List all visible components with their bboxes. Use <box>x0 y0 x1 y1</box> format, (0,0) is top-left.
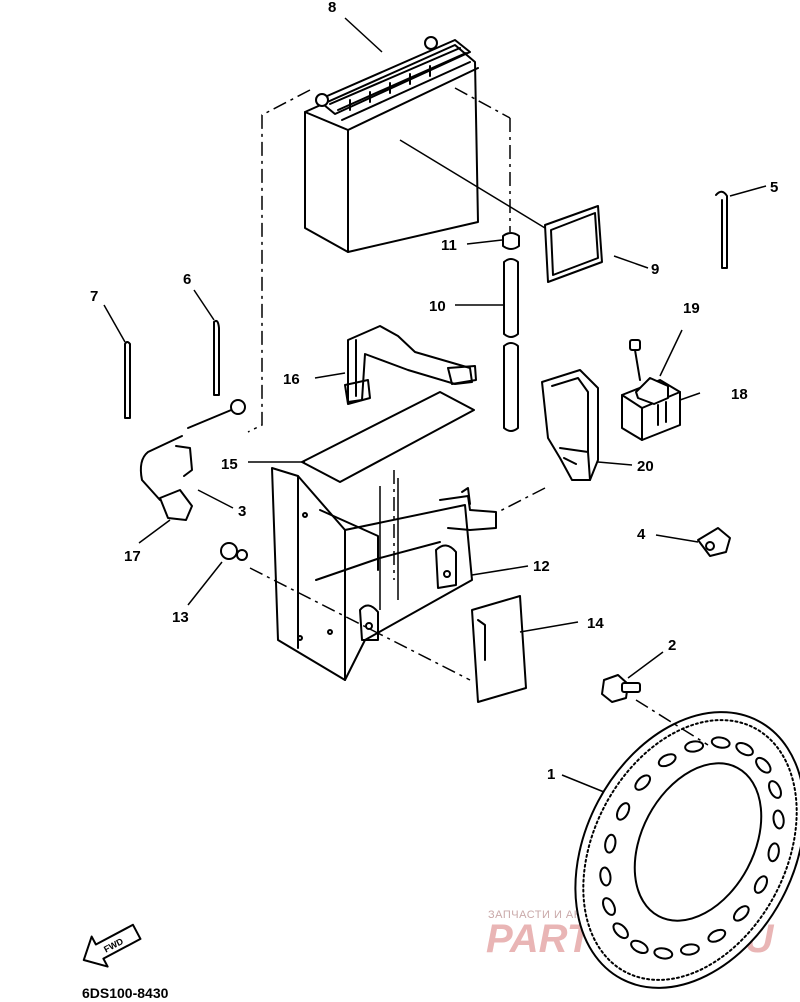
cap <box>502 232 520 250</box>
disc-hole <box>657 753 677 768</box>
pad <box>399 139 603 283</box>
callout-20: 20 <box>637 458 654 475</box>
disc-hole <box>599 866 612 887</box>
callout-10: 10 <box>429 298 446 315</box>
disc-hole <box>684 740 705 753</box>
callout-14: 14 <box>587 615 604 632</box>
callout-7: 7 <box>90 288 98 305</box>
battery-band <box>344 325 477 405</box>
callout-18: 18 <box>731 386 748 403</box>
disc-hole <box>707 928 727 943</box>
disc-hole <box>772 809 785 830</box>
starter-relay <box>621 377 681 441</box>
disc-hole <box>612 922 629 940</box>
disc-hole <box>710 736 731 749</box>
brake-disc <box>574 711 800 989</box>
disc-hole <box>653 947 674 960</box>
callout-8: 8 <box>328 0 336 16</box>
disc-hole <box>767 842 780 863</box>
disc-hole <box>755 756 772 774</box>
callout-3: 3 <box>238 503 246 520</box>
disc-bolt <box>601 674 641 703</box>
disc-hole <box>735 741 754 757</box>
disc-hole <box>630 939 649 955</box>
disc-hole <box>604 833 617 854</box>
disc-hole <box>768 780 782 799</box>
disc-hole <box>732 905 750 922</box>
callout-6: 6 <box>183 271 191 288</box>
battery-box <box>271 467 497 681</box>
callout-17: 17 <box>124 548 141 565</box>
mat <box>301 391 475 483</box>
callout-11: 11 <box>441 237 457 254</box>
pin-7 <box>124 341 131 419</box>
callout-13: 13 <box>172 609 189 626</box>
callout-4: 4 <box>637 526 646 543</box>
callout-2: 2 <box>668 637 676 654</box>
callout-1: 1 <box>547 766 555 783</box>
cover-plate <box>471 595 527 703</box>
disc-hole <box>602 897 616 916</box>
disc-hole <box>634 774 652 791</box>
disc-hole <box>753 875 769 894</box>
bolt-13 <box>220 542 248 561</box>
pin-5 <box>715 190 728 269</box>
callout-15: 15 <box>221 456 238 473</box>
callout-16: 16 <box>283 371 300 388</box>
disc-hole <box>615 802 631 821</box>
callout-19: 19 <box>683 300 700 317</box>
callout-9: 9 <box>651 261 659 278</box>
breather-hose <box>503 258 519 432</box>
pin-6 <box>213 319 220 396</box>
callout-5: 5 <box>770 179 778 196</box>
callout-12: 12 <box>533 558 550 575</box>
fwd-arrow-icon: FWD <box>82 923 142 968</box>
cover <box>541 369 599 481</box>
screw-19 <box>629 329 683 381</box>
lead-wire <box>139 399 246 521</box>
battery <box>304 36 511 253</box>
drawing-code: 6DS100-8430 <box>82 985 169 1001</box>
clamp <box>697 527 731 557</box>
disc-hole <box>679 943 700 956</box>
